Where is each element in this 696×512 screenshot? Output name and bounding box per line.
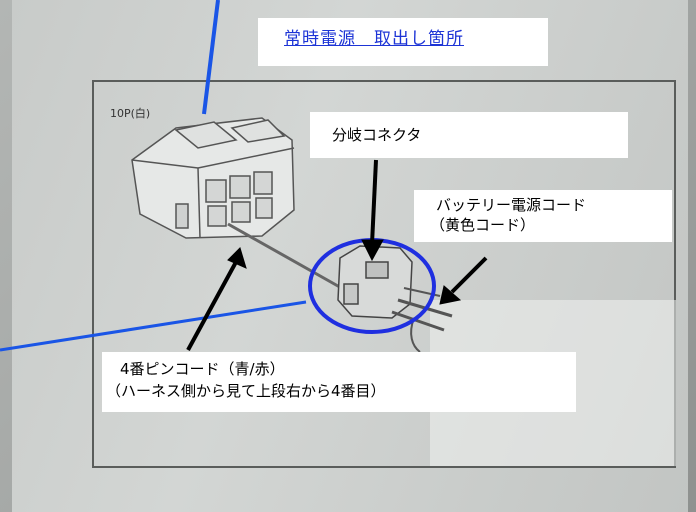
split-connector-label: 分岐コネクタ <box>332 126 422 144</box>
pin-wire <box>227 222 346 292</box>
pin-pointer-line <box>0 300 307 352</box>
pin-cord-callout: 4番ピンコード（青/赤） （ハーネス側から見て上段右から4番目） <box>102 352 576 412</box>
split-connector-callout: 分岐コネクタ <box>310 112 628 158</box>
harness-connector <box>131 117 295 239</box>
battery-cord-callout: バッテリー電源コード （黄色コード） <box>414 190 672 242</box>
title-label-box: 常時電源 取出し箇所 <box>258 18 548 66</box>
pin-cord-label: 4番ピンコード（青/赤） <box>120 360 285 378</box>
battery-cord-sublabel: （黄色コード） <box>430 216 536 234</box>
page-title: 常時電源 取出し箇所 <box>284 29 464 49</box>
pin-arrow <box>186 247 247 351</box>
battery-arrow <box>439 256 488 305</box>
splitter-connector <box>337 245 413 319</box>
title-pointer-line <box>202 0 220 115</box>
diagram-frame <box>92 80 676 468</box>
split-arrow <box>361 159 384 262</box>
battery-cord-label: バッテリー電源コード <box>436 196 587 214</box>
connector-model-label: 10P(白) <box>110 107 151 120</box>
pin-cord-sublabel: （ハーネス側から見て上段右から4番目） <box>106 382 386 400</box>
